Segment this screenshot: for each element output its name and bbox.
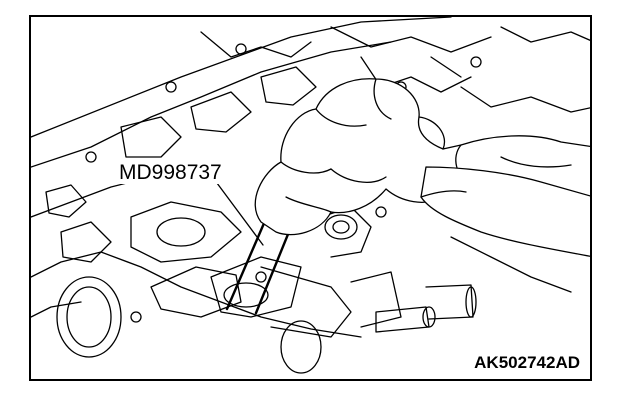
illustration-frame: MD998737 AK502742AD (29, 15, 592, 381)
hand-drawing (254, 78, 590, 257)
valve-guide-area (210, 256, 302, 318)
label-leader-line (210, 174, 264, 246)
tool-part-number-label: MD998737 (117, 161, 224, 184)
figure-code: AK502742AD (474, 353, 580, 372)
engine-block-illustration (31, 17, 590, 374)
